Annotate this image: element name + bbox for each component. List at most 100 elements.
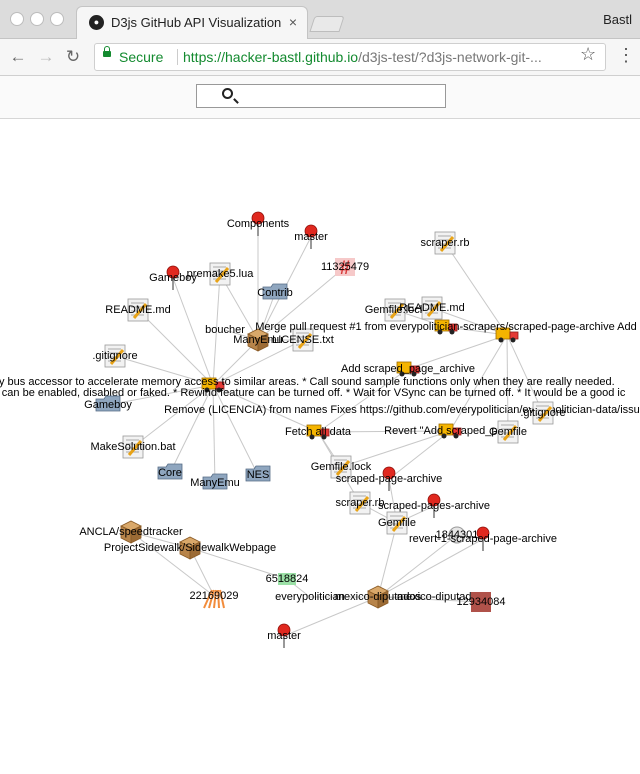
graph-node[interactable]: Gameboy [149, 265, 197, 290]
github-icon: ● [89, 15, 104, 30]
node-label: MakeSolution.bat [91, 441, 176, 453]
graph-node[interactable]: revert-1-scraped-page-archive [409, 526, 557, 551]
node-label: 22169029 [190, 590, 239, 602]
node-label: Gameboy [84, 399, 132, 411]
node-label: NES [247, 469, 270, 481]
new-tab-button[interactable] [309, 16, 345, 32]
graph-node[interactable]: lay can be enabled, disabled or faked. *… [0, 387, 626, 399]
node-label: scraped-page-archive [336, 473, 442, 485]
graph-link [407, 334, 508, 370]
graph-node[interactable]: .gitignore [92, 344, 138, 368]
search-box[interactable] [196, 84, 446, 108]
node-label: Gemfile [378, 517, 416, 529]
graph-node[interactable]: Gemfile [489, 420, 527, 444]
graph-links [107, 224, 544, 637]
minimize-window-button[interactable] [30, 12, 44, 26]
graph-link [317, 368, 409, 433]
graph-node[interactable]: ANCLA/speedtracker [79, 520, 183, 544]
graph-node[interactable]: 1844301 [436, 526, 479, 544]
graph-node[interactable]: Core [157, 463, 183, 480]
graph-node[interactable]: Contrib [257, 283, 293, 300]
node-label: Remove (LICENCIA) from names Fixes https… [164, 404, 640, 416]
graph-node[interactable]: master [294, 224, 328, 249]
reload-button[interactable]: ↻ [65, 47, 81, 66]
node-label: Core [158, 467, 182, 479]
graph-node[interactable]: Fetch all data [285, 424, 352, 440]
graph-link [506, 334, 509, 433]
node-label: Gemfile [489, 426, 527, 438]
back-button[interactable]: ← [9, 47, 27, 66]
close-window-button[interactable] [10, 12, 24, 26]
graph-link [107, 384, 214, 406]
tab-d3js-visualization[interactable]: ● D3js GitHub API Visualization × [76, 6, 308, 39]
search-input[interactable] [237, 87, 441, 107]
graph-node[interactable] [201, 377, 225, 393]
graph-node[interactable]: boucher [205, 324, 245, 336]
graph-node[interactable]: scraper.rb [336, 491, 385, 515]
graph-node[interactable]: Gemfile [378, 511, 416, 535]
browser-menu-icon[interactable]: ⋮ [617, 45, 635, 65]
graph-node[interactable]: mexico-diputados [335, 585, 422, 609]
graph-node[interactable]: Merge pull request #1 from everypolitici… [255, 319, 637, 335]
graph-node[interactable]: premake5.lua [187, 262, 255, 286]
node-label: lay can be enabled, disabled or faked. *… [0, 387, 626, 399]
close-tab-icon[interactable]: × [288, 14, 297, 30]
graph-node[interactable]: ry bus accessor to accelerate memory acc… [0, 376, 615, 388]
graph-node[interactable]: README.md [399, 296, 465, 320]
graph-node[interactable]: ManyEmu [233, 328, 283, 352]
graph-link [212, 273, 221, 386]
graph-node[interactable]: README.md [105, 298, 171, 322]
graph-node[interactable]: LICENSE.txt [272, 328, 334, 352]
graph-node[interactable]: master [267, 623, 301, 648]
network-graph[interactable]: ManyEmuComponentsmasterGameboypremake5.l… [0, 119, 640, 774]
graph-link [212, 384, 216, 484]
node-label: ANCLA/speedtracker [79, 526, 183, 538]
graph-node[interactable]: scraped-page-archive [336, 466, 442, 491]
graph-link [340, 430, 451, 468]
graph-link [283, 596, 379, 637]
graph-node[interactable]: scraped-pages-archive [378, 493, 490, 518]
node-label: Add scraped_page_archive [341, 363, 475, 375]
graph-node[interactable]: Add scraped_page_archive [341, 361, 475, 377]
graph-node[interactable]: 6518824 [266, 573, 309, 585]
url-text[interactable]: https://hacker-bastl.github.io/d3js-test… [183, 49, 542, 65]
tab-strip: ● D3js GitHub API Visualization × Bastl [0, 0, 640, 39]
graph-node[interactable]: ProjectSidewalk/SidewalkWebpage [104, 536, 276, 560]
graph-node[interactable]: #11325479 [321, 258, 369, 279]
node-label: Fetch all data [285, 426, 352, 438]
address-bar[interactable]: Secure https://hacker-bastl.github.io/d3… [94, 43, 606, 71]
graph-node[interactable]: Gameboy [84, 395, 132, 412]
graph-node[interactable]: mexico-diputados [397, 591, 484, 603]
graph-node[interactable]: Gemfile.lock [311, 455, 372, 479]
graph-node[interactable] [495, 327, 519, 343]
node-label: premake5.lua [187, 268, 255, 280]
divider [177, 49, 178, 65]
graph-link [388, 430, 451, 480]
node-label: README.md [399, 302, 464, 314]
graph-node[interactable]: scraper.rb [421, 231, 470, 255]
graph-node[interactable]: .gitignore [520, 401, 566, 425]
graph-node[interactable]: ManyEmu [190, 473, 240, 490]
node-label: Gemfile.lock [365, 304, 426, 316]
lock-icon [103, 46, 111, 57]
node-label: ry bus accessor to accelerate memory acc… [0, 376, 615, 388]
graph-node[interactable]: 12934084 [457, 592, 506, 612]
node-label: boucher [205, 324, 245, 336]
browser-toolbar: ← → ↻ Secure https://hacker-bastl.github… [0, 39, 640, 76]
graph-node[interactable]: Revert "Add scraped_page [384, 423, 516, 439]
zoom-window-button[interactable] [50, 12, 64, 26]
graph-node[interactable]: NES [245, 465, 271, 482]
profile-name[interactable]: Bastl [603, 12, 632, 27]
graph-node[interactable]: MakeSolution.bat [91, 435, 176, 459]
graph-node[interactable]: Gemfile.lock [365, 298, 426, 322]
graph-link [212, 384, 259, 476]
graph-node[interactable]: everypolitician [275, 591, 345, 603]
forward-button[interactable]: → [37, 47, 55, 66]
graph-link [132, 384, 214, 448]
bookmark-star-icon[interactable]: ☆ [580, 44, 597, 64]
graph-node[interactable]: Components [227, 211, 290, 236]
graph-node[interactable]: 22169029 [190, 589, 239, 609]
graph-node[interactable]: Remove (LICENCIA) from names Fixes https… [164, 404, 640, 416]
graph-nodes: ManyEmuComponentsmasterGameboypremake5.l… [0, 211, 640, 648]
graph-link [506, 334, 544, 414]
